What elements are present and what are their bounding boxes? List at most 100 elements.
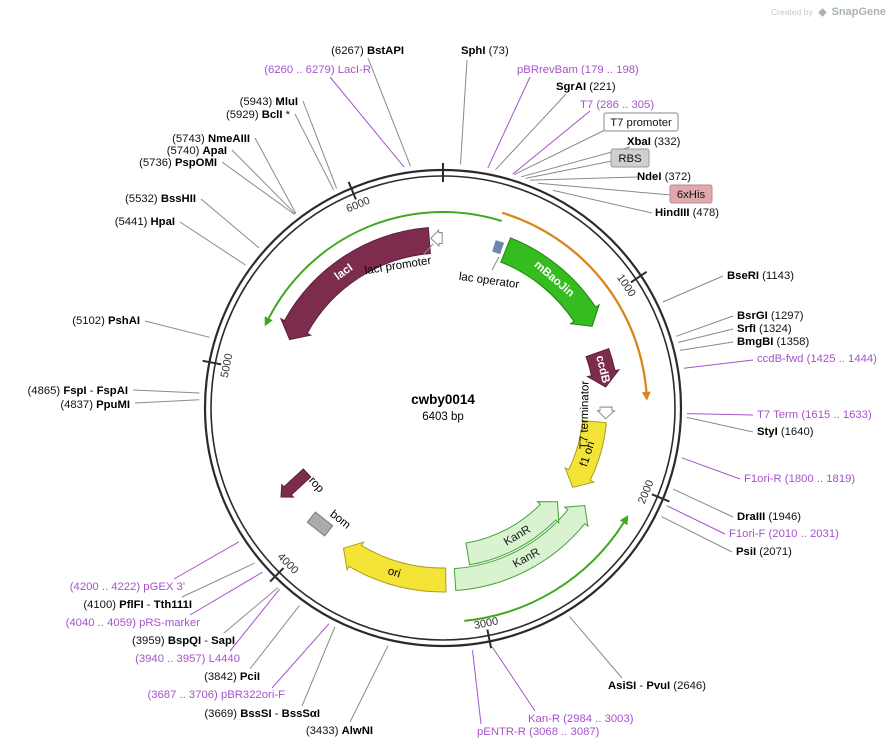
- callout-pBRrevBam[interactable]: pBRrevBam (179 .. 198): [487, 64, 639, 169]
- callout-label: (6267) BstAPI: [331, 45, 404, 57]
- callout-line: [569, 616, 623, 679]
- callout-line: [231, 149, 296, 215]
- callout-LacI-R[interactable]: (6260 .. 6279) LacI-R: [264, 64, 405, 168]
- callout-BseRI[interactable]: BseRI (1143): [662, 270, 794, 303]
- callout-label: (4100) PflFI - Tth111I: [83, 599, 192, 611]
- feature-lacI-promoter-arrow[interactable]: [430, 228, 443, 248]
- callout-label: pENTR-R (3068 .. 3087): [477, 726, 600, 738]
- lac-operator-mark[interactable]: [494, 241, 502, 254]
- watermark-created-by: Created by: [771, 7, 813, 17]
- callout-AsiSI-PvuI[interactable]: AsiSI - PvuI (2646): [569, 616, 707, 692]
- callout-line: [514, 128, 608, 176]
- callout-line: [491, 646, 536, 712]
- callout-PpuMI[interactable]: (4837) PpuMI: [60, 399, 200, 411]
- callout-T7[interactable]: T7 (286 .. 305): [512, 99, 655, 175]
- feature-T7-terminator-arrow[interactable]: [596, 406, 616, 420]
- feature-mBaoJin[interactable]: [500, 237, 601, 327]
- callout-line: [525, 160, 613, 179]
- callout-label: DraIII (1946): [737, 511, 801, 523]
- callout-NdeI[interactable]: NdeI (372): [530, 171, 691, 183]
- callout-NmeAIII[interactable]: (5743) NmeAIII: [172, 133, 297, 214]
- callout-BspQI-SapI[interactable]: (3959) BspQI - SapI: [132, 587, 279, 647]
- feature-rop[interactable]: [280, 468, 312, 498]
- callout-PshAI[interactable]: (5102) PshAI: [72, 315, 210, 338]
- transcript-arc: [501, 211, 648, 392]
- callout-BmgBI[interactable]: BmgBI (1358): [680, 336, 809, 351]
- callout-T7-Term[interactable]: T7 Term (1615 .. 1633): [686, 409, 872, 421]
- callout-AlwNI[interactable]: (3433) AlwNI: [306, 645, 389, 737]
- callout-label: T7 promoter: [610, 117, 672, 129]
- callout-label: StyI (1640): [757, 426, 814, 438]
- feature-ccdB[interactable]: [585, 347, 621, 388]
- callout-line: [683, 359, 754, 369]
- callout-line: [301, 626, 336, 707]
- callout-pGEX-3prime[interactable]: (4200 .. 4222) pGEX 3': [70, 541, 240, 593]
- callout-BssSI-BssSaI[interactable]: (3669) BssSI - BssSαI: [204, 626, 336, 720]
- callout-PciI[interactable]: (3842) PciI: [204, 605, 300, 683]
- callout-PspOMI[interactable]: (5736) PspOMI: [139, 157, 295, 215]
- callout-line: [686, 413, 754, 416]
- callout-HpaI[interactable]: (5441) HpaI: [115, 216, 246, 266]
- callout-line: [686, 416, 754, 433]
- callout-BsrGI[interactable]: BsrGI (1297): [676, 310, 804, 337]
- feature-lacI[interactable]: [279, 227, 431, 341]
- callout-6xHis[interactable]: 6xHis: [538, 182, 713, 204]
- callout-RBS[interactable]: RBS: [525, 148, 650, 179]
- callout-ccdB-fwd[interactable]: ccdB-fwd (1425 .. 1444): [683, 353, 877, 369]
- callout-label: T7 (286 .. 305): [580, 99, 654, 111]
- feature-KanR-outer[interactable]: [453, 504, 589, 592]
- lac-operator-mark[interactable]: [497, 241, 505, 255]
- callout-line: [221, 161, 295, 215]
- callout-line: [271, 623, 330, 689]
- callout-BssHII[interactable]: (5532) BssHII: [125, 193, 260, 249]
- callout-FspI-FspAI[interactable]: (4865) FspI - FspAI: [28, 385, 200, 397]
- callout-BclI[interactable]: (5929) BclI *: [226, 109, 335, 191]
- callout-HindIII[interactable]: HindIII (478): [553, 189, 719, 219]
- feature-bom[interactable]: [306, 511, 334, 537]
- callout-line: [487, 76, 531, 169]
- callout-line: [134, 399, 200, 404]
- callout-line: [538, 182, 672, 196]
- callout-PsiI[interactable]: PsiI (2071): [661, 516, 793, 558]
- callout-ApaI[interactable]: (5740) ApaI: [167, 145, 296, 215]
- callout-F1ori-F[interactable]: F1ori-F (2010 .. 2031): [666, 505, 840, 540]
- callout-line: [553, 189, 653, 214]
- callout-StyI[interactable]: StyI (1640): [686, 416, 814, 438]
- feature-label-ori: ori: [386, 565, 402, 580]
- callout-label: (5929) BclI *: [226, 109, 291, 121]
- callout-Kan-R[interactable]: Kan-R (2984 .. 3003): [491, 646, 634, 725]
- callout-line: [676, 315, 734, 337]
- feature-f1-ori[interactable]: [564, 419, 607, 488]
- callout-T7-promoter[interactable]: T7 promoter: [514, 112, 679, 176]
- callout-PflFI-Tth111I[interactable]: (4100) PflFI - Tth111I: [83, 562, 255, 611]
- callout-line: [512, 110, 591, 175]
- callout-L4440[interactable]: (3940 .. 3957) L4440: [135, 588, 280, 665]
- callout-BstAPI[interactable]: (6267) BstAPI: [331, 45, 411, 167]
- callout-label: (5441) HpaI: [115, 216, 175, 228]
- callout-pRS-marker[interactable]: (4040 .. 4059) pRS-marker: [66, 571, 263, 629]
- callout-pENTR-R[interactable]: pENTR-R (3068 .. 3087): [472, 650, 600, 738]
- callout-SphI[interactable]: SphI (73): [460, 45, 509, 165]
- callout-MluI[interactable]: (5943) MluI: [240, 96, 338, 189]
- callout-line: [661, 516, 733, 553]
- callout-label: (5743) NmeAIII: [172, 133, 250, 145]
- callout-label: RBS: [618, 153, 642, 165]
- callout-line: [302, 100, 338, 189]
- callout-SgrAI[interactable]: SgrAI (221): [495, 81, 616, 171]
- callout-pBR322ori-F[interactable]: (3687 .. 3706) pBR322ori-F: [147, 623, 330, 701]
- callout-DraIII[interactable]: DraIII (1946): [672, 488, 801, 523]
- callout-label: (3959) BspQI - SapI: [132, 635, 235, 647]
- callout-SrfI[interactable]: SrfI (1324): [677, 323, 792, 343]
- tick-mark: [651, 493, 670, 503]
- callout-label: (3687 .. 3706) pBR322ori-F: [147, 689, 285, 701]
- callout-line: [530, 176, 639, 181]
- callout-label: BmgBI (1358): [737, 336, 809, 348]
- feature-ori[interactable]: [342, 541, 447, 593]
- callout-label: PsiI (2071): [736, 546, 792, 558]
- feature-KanR-inner[interactable]: [465, 501, 560, 566]
- lac-operator-mark[interactable]: [492, 240, 499, 253]
- callout-F1ori-R[interactable]: F1ori-R (1800 .. 1819): [681, 457, 855, 485]
- callout-label: (4040 .. 4059) pRS-marker: [66, 617, 201, 629]
- callout-label: (5102) PshAI: [72, 315, 140, 327]
- tick-label: 6000: [345, 195, 372, 216]
